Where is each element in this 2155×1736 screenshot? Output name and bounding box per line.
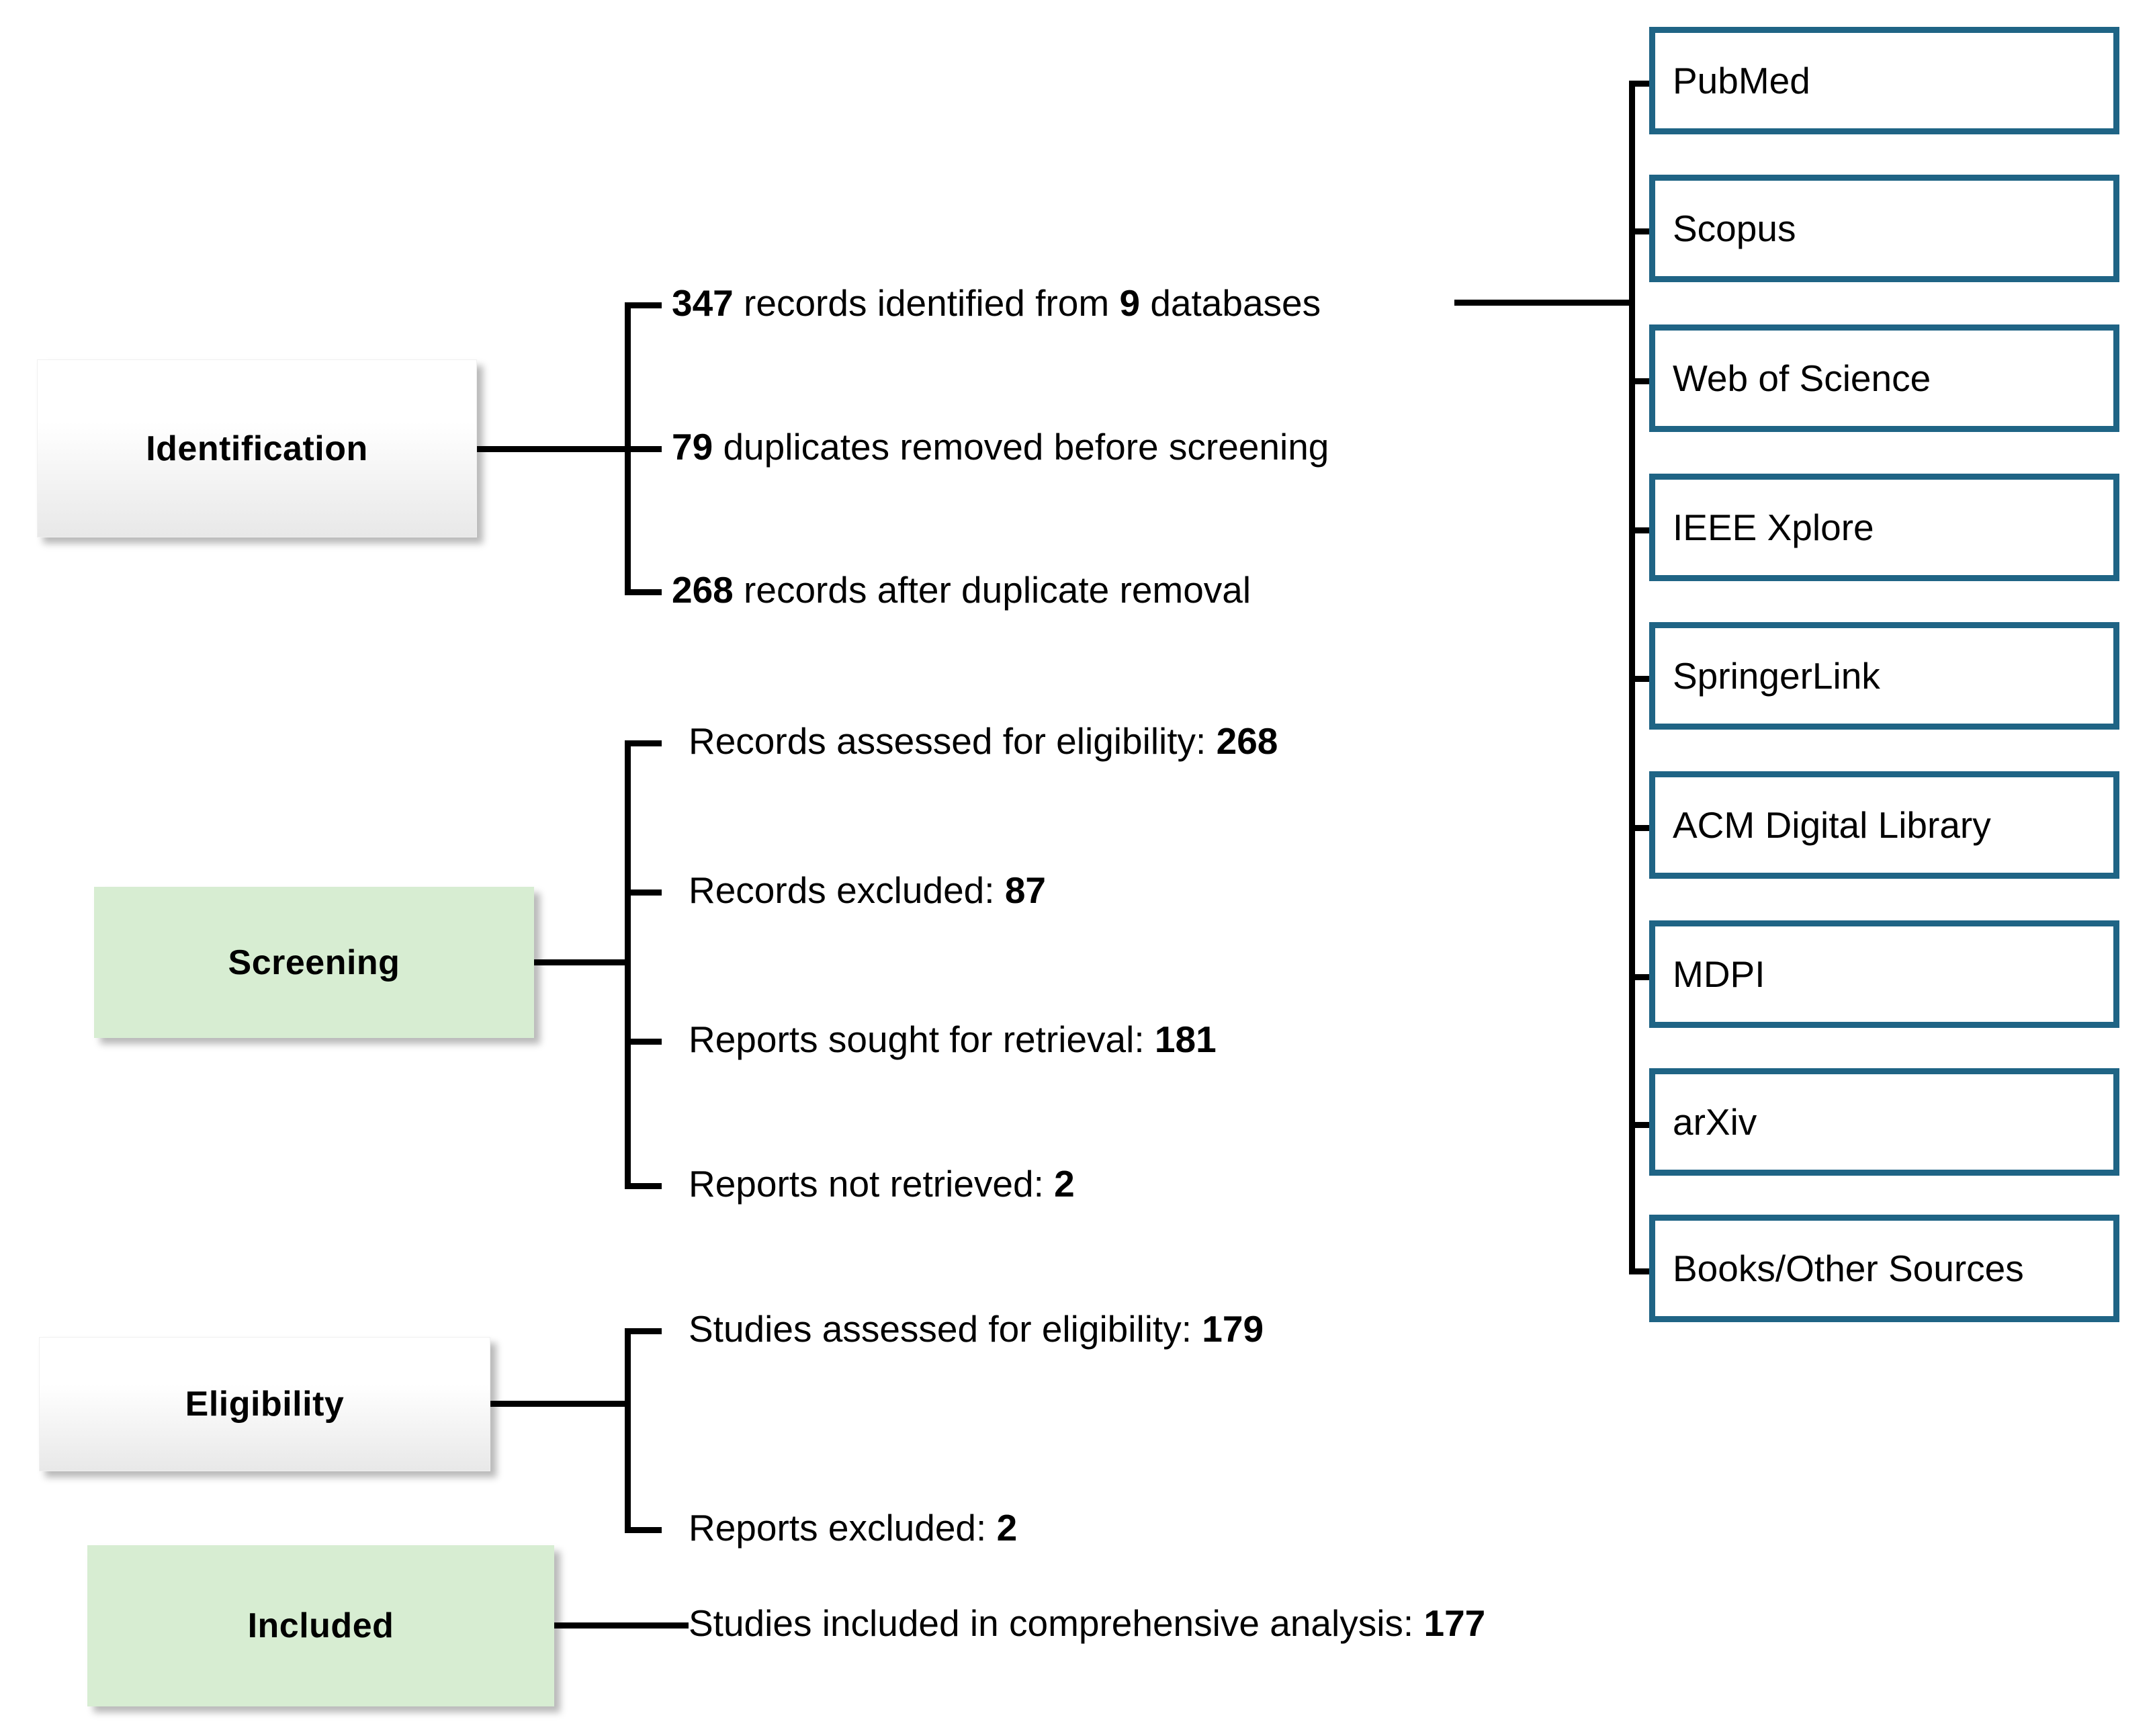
connector-screening-branch-3 <box>625 1039 662 1045</box>
connector-identification-stem <box>477 446 630 452</box>
database-label-pubmed: PubMed <box>1673 60 1810 101</box>
database-box-mdpi[interactable]: MDPI <box>1649 920 2119 1028</box>
stage-label-screening: Screening <box>228 943 400 982</box>
flow-item-reports-excluded: Reports excluded: 2 <box>689 1510 1017 1547</box>
connector-db-branch-3 <box>1629 378 1656 384</box>
stage-label-included: Included <box>247 1606 394 1645</box>
connector-db-branch-4 <box>1629 527 1656 533</box>
value-records-identified: 347 <box>672 282 734 324</box>
connector-db-branch-1 <box>1629 81 1656 87</box>
label-records-after-dedup: records after duplicate removal <box>733 569 1251 611</box>
connector-db-branch-7 <box>1629 974 1656 980</box>
stage-box-identification[interactable]: Identification <box>37 359 477 537</box>
connector-screening-stem <box>534 959 630 965</box>
connector-db-branch-6 <box>1629 825 1656 831</box>
database-box-arxiv[interactable]: arXiv <box>1649 1068 2119 1176</box>
database-label-springerlink: SpringerLink <box>1673 655 1880 697</box>
flow-item-records-assessed: Records assessed for eligibility: 268 <box>689 723 1278 760</box>
connector-db-branch-8 <box>1629 1122 1656 1128</box>
connector-screening-branch-4 <box>625 1183 662 1189</box>
database-box-acm-digital-library[interactable]: ACM Digital Library <box>1649 771 2119 879</box>
connector-screening-branch-2 <box>625 889 662 896</box>
connector-identification-branch-3 <box>625 589 662 595</box>
connector-eligibility-branch-1 <box>625 1328 662 1334</box>
database-box-books-other-sources[interactable]: Books/Other Sources <box>1649 1215 2119 1322</box>
database-label-ieee-xplore: IEEE Xplore <box>1673 507 1874 548</box>
value-reports-sought: 181 <box>1154 1018 1217 1060</box>
value-reports-not-retrieved: 2 <box>1054 1163 1075 1205</box>
flow-item-records-after-dedup: 268 records after duplicate removal <box>672 572 1251 609</box>
connector-databases-spine <box>1629 81 1635 1268</box>
database-label-acm-digital-library: ACM Digital Library <box>1673 804 1991 846</box>
stage-box-screening[interactable]: Screening <box>94 887 534 1038</box>
label-records-identified-mid: records identified from <box>733 282 1120 324</box>
connector-db-branch-5 <box>1629 676 1656 682</box>
label-studies-included: Studies included in comprehensive analys… <box>689 1602 1424 1644</box>
stage-box-eligibility[interactable]: Eligibility <box>39 1337 490 1471</box>
value-reports-excluded: 2 <box>996 1507 1018 1549</box>
connector-screening-branch-1 <box>625 740 662 746</box>
stage-box-included[interactable]: Included <box>87 1545 554 1706</box>
database-label-books-other-sources: Books/Other Sources <box>1673 1248 2024 1289</box>
stage-label-eligibility: Eligibility <box>185 1385 345 1424</box>
connector-db-branch-9 <box>1629 1268 1656 1274</box>
label-reports-sought: Reports sought for retrieval: <box>689 1018 1155 1060</box>
database-box-web-of-science[interactable]: Web of Science <box>1649 324 2119 432</box>
flow-item-records-identified: 347 records identified from 9 databases <box>672 285 1321 322</box>
connector-eligibility-stem <box>490 1401 630 1407</box>
label-duplicates-removed: duplicates removed before screening <box>713 426 1329 468</box>
connector-eligibility-branch-2 <box>625 1527 662 1533</box>
label-reports-not-retrieved: Reports not retrieved: <box>689 1163 1055 1205</box>
value-databases-count: 9 <box>1119 282 1141 324</box>
connector-identification-branch-1 <box>625 302 662 308</box>
value-studies-included: 177 <box>1423 1602 1486 1644</box>
database-label-mdpi: MDPI <box>1673 953 1765 995</box>
label-records-identified-end: databases <box>1140 282 1321 324</box>
connector-screening-spine <box>625 740 631 1189</box>
flow-item-studies-included: Studies included in comprehensive analys… <box>689 1605 1485 1642</box>
stage-label-identification: Identification <box>146 429 368 468</box>
label-records-excluded: Records excluded: <box>689 869 1005 911</box>
connector-db-branch-2 <box>1629 228 1656 234</box>
connector-eligibility-spine <box>625 1328 631 1533</box>
value-records-excluded: 87 <box>1004 869 1046 911</box>
database-label-scopus: Scopus <box>1673 208 1796 249</box>
flow-item-duplicates-removed: 79 duplicates removed before screening <box>672 429 1329 466</box>
label-studies-assessed: Studies assessed for eligibility: <box>689 1308 1202 1350</box>
database-box-scopus[interactable]: Scopus <box>1649 175 2119 282</box>
label-reports-excluded: Reports excluded: <box>689 1507 997 1549</box>
database-box-springerlink[interactable]: SpringerLink <box>1649 622 2119 730</box>
database-label-arxiv: arXiv <box>1673 1101 1757 1143</box>
flow-item-reports-sought: Reports sought for retrieval: 181 <box>689 1021 1217 1058</box>
value-records-assessed: 268 <box>1216 720 1278 762</box>
flow-item-records-excluded: Records excluded: 87 <box>689 872 1046 909</box>
value-duplicates-removed: 79 <box>672 426 713 468</box>
value-studies-assessed: 179 <box>1202 1308 1264 1350</box>
database-box-ieee-xplore[interactable]: IEEE Xplore <box>1649 474 2119 581</box>
value-records-after-dedup: 268 <box>672 569 734 611</box>
flow-item-reports-not-retrieved: Reports not retrieved: 2 <box>689 1166 1075 1203</box>
connector-identification-branch-2 <box>625 446 662 452</box>
database-box-pubmed[interactable]: PubMed <box>1649 27 2119 134</box>
connector-databases-stem <box>1454 300 1632 306</box>
connector-included-stem <box>554 1622 689 1629</box>
database-label-web-of-science: Web of Science <box>1673 357 1931 399</box>
label-records-assessed: Records assessed for eligibility: <box>689 720 1217 762</box>
flow-item-studies-assessed: Studies assessed for eligibility: 179 <box>689 1311 1264 1348</box>
